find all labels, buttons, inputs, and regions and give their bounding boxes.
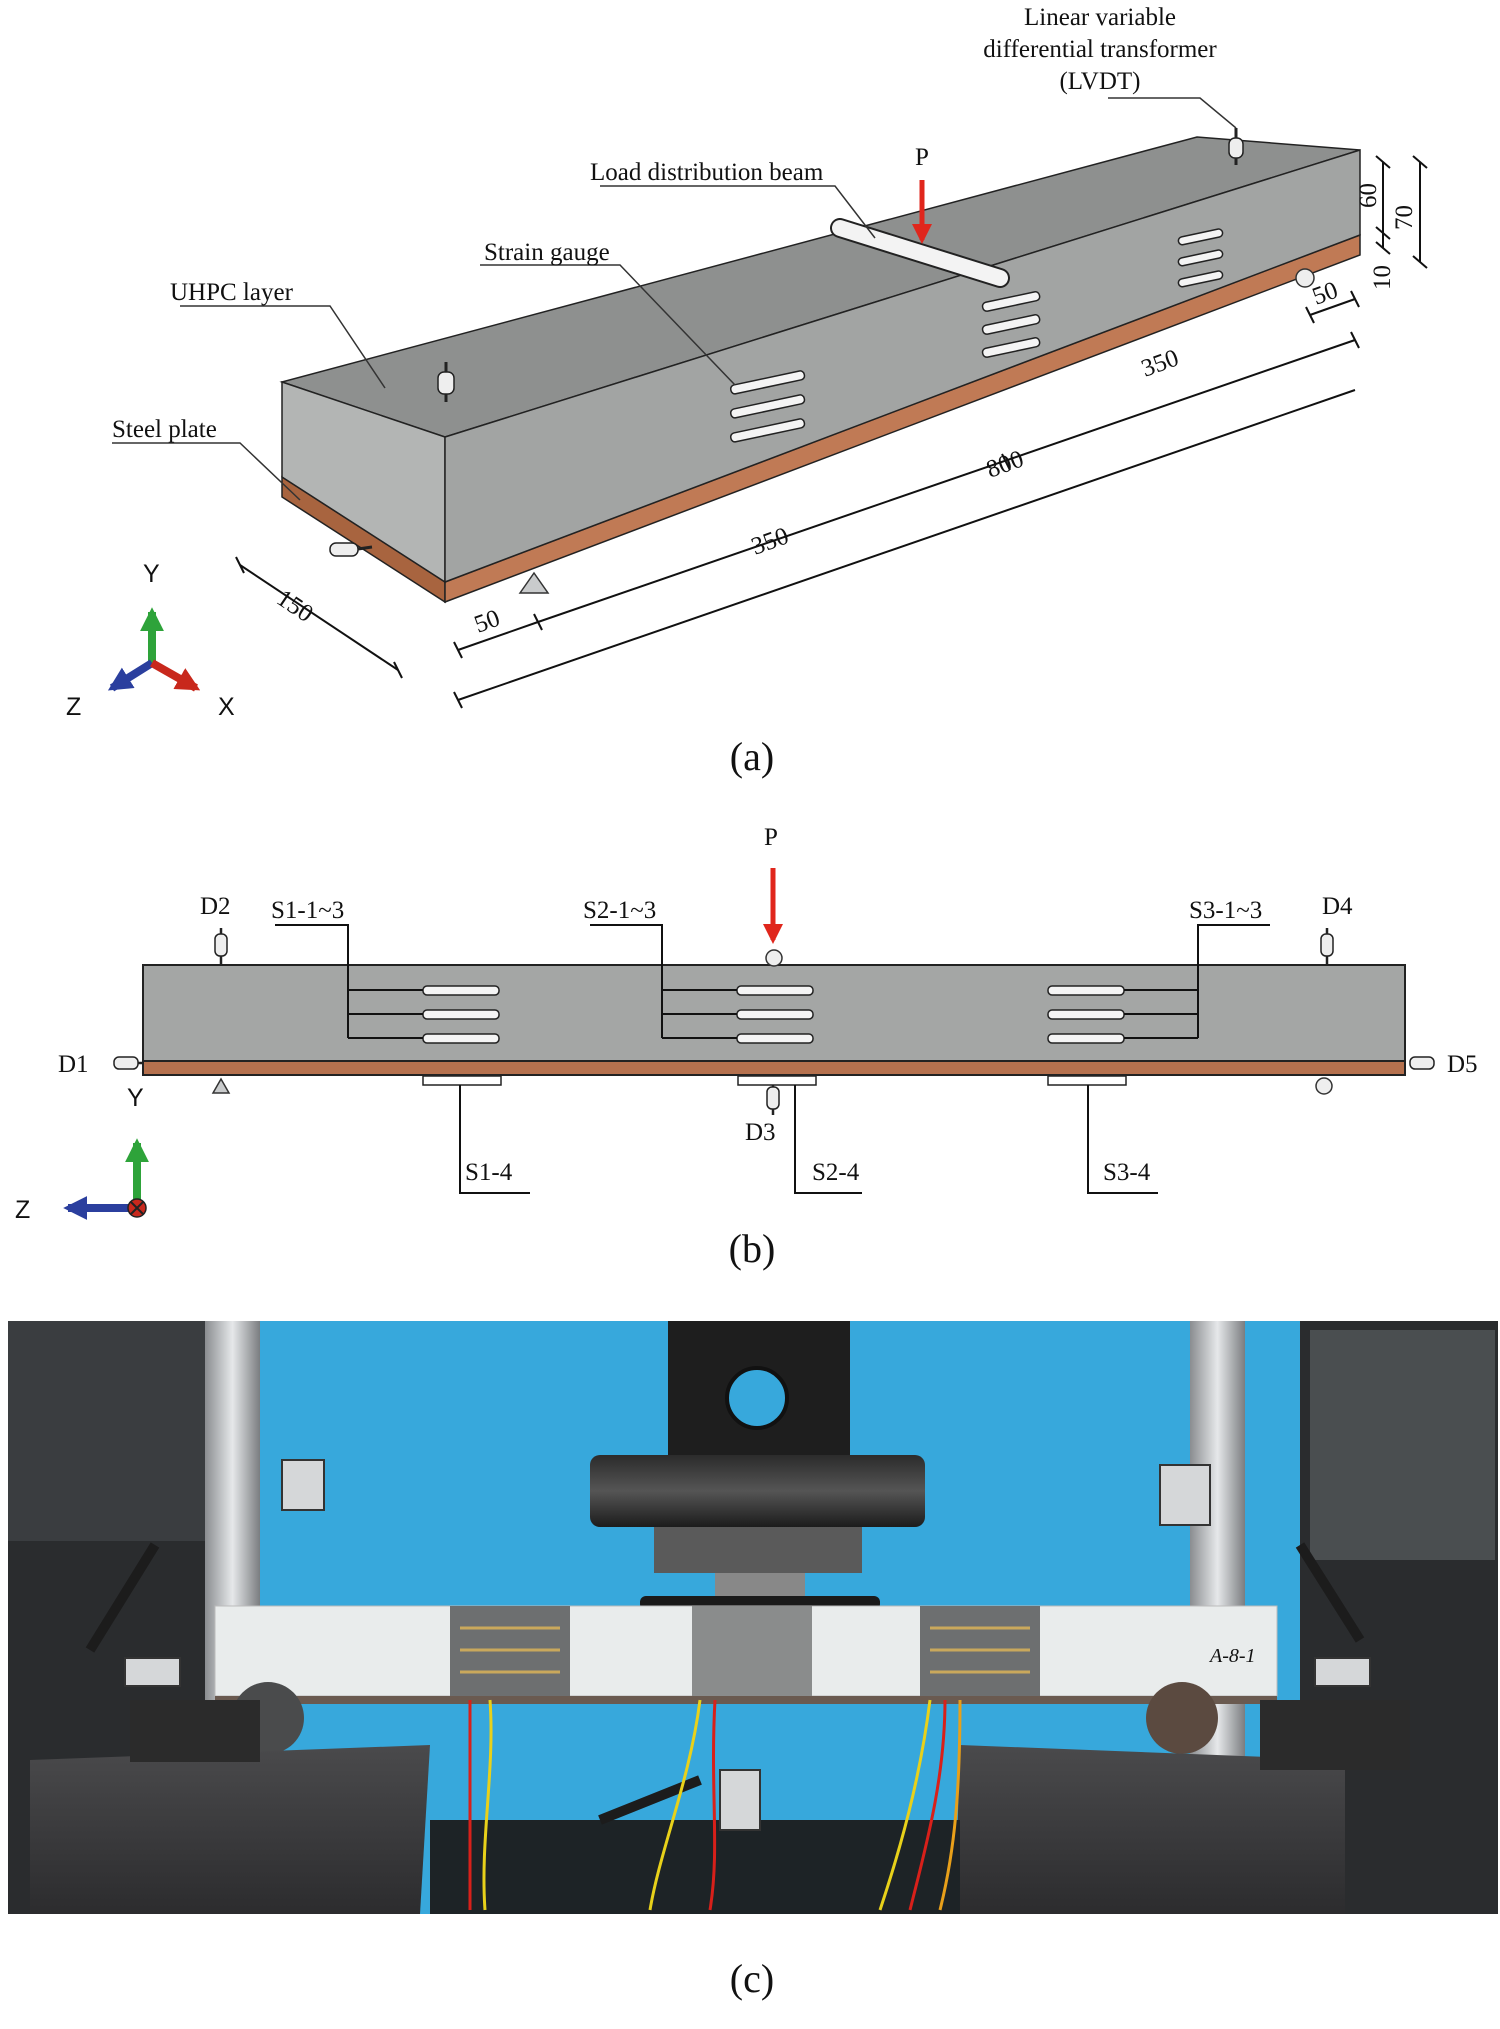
label-d3: D3 [745, 1119, 776, 1146]
lvdt-clamps-photo [124, 1459, 1371, 1831]
lvdt-d2 [214, 928, 228, 964]
label-d1: D1 [58, 1051, 89, 1078]
support-left [518, 571, 550, 594]
panel-a-isometric-beam: P Linear variable differential transform… [66, 4, 1428, 779]
label-s2-bot: S2-4 [812, 1159, 860, 1186]
lvdt-sensor-end [329, 542, 373, 557]
panel-b-elevation: P D2 D4 D1 D5 D3 S1-1~3 S2-1~3 S3-1~3 S1… [15, 824, 1478, 1271]
label-d2: D2 [200, 893, 231, 920]
steel-plate-elevation [142, 1060, 1406, 1076]
lvdt-d4 [1320, 928, 1334, 964]
lvdt-sensor-top-right [1228, 128, 1244, 165]
uhpc-layer-label: UHPC layer [170, 279, 294, 306]
strain-gauge-label: Strain gauge [484, 239, 610, 266]
label-s3-bot: S3-4 [1103, 1159, 1151, 1186]
axis-z-label-b: Z [15, 1196, 30, 1224]
lvdt-label-line3: (LVDT) [1059, 68, 1140, 95]
dim-350-right: 350 [1138, 344, 1182, 382]
roller-support-right [1146, 1682, 1218, 1754]
label-s2-top: S2-1~3 [583, 897, 656, 924]
dim-50-left: 50 [471, 605, 504, 639]
lvdt-label-line2: differential transformer [983, 36, 1217, 63]
specimen-id-text: A-8-1 [1208, 1645, 1256, 1667]
load-label-b: P [764, 824, 778, 851]
load-roller-b [765, 949, 783, 967]
lvdt-d3 [766, 1085, 780, 1115]
axis-triad-b: Y Z [15, 1084, 149, 1224]
loading-plate [590, 1455, 925, 1527]
load-distribution-beam-fill [832, 220, 1008, 286]
caption-a: (a) [730, 734, 774, 779]
label-d5: D5 [1447, 1051, 1478, 1078]
dim-10: 10 [1369, 265, 1396, 290]
strain-gauge-group-2 [981, 291, 1041, 358]
strain-gauges-b [422, 985, 1125, 1044]
support-left-b [211, 1077, 231, 1094]
steel-plate-label: Steel plate [112, 416, 217, 443]
caption-b: (b) [729, 1226, 776, 1271]
axis-triad-a: Y Z X [66, 560, 235, 721]
uhpc-side-face [444, 148, 1361, 584]
support-block-left [30, 1745, 430, 1914]
gauge-wires [468, 1699, 962, 1911]
gauge-area-mid [692, 1606, 812, 1696]
label-s3-top: S3-1~3 [1189, 897, 1262, 924]
lvdt-d1 [113, 1056, 143, 1070]
axis-y-label-b: Y [127, 1084, 144, 1112]
lvdt-sensor-top-left [437, 362, 455, 402]
support-right-b [1315, 1077, 1333, 1095]
dimension-lines-a [235, 155, 1428, 709]
lvdt-label-line1: Linear variable [1024, 4, 1176, 31]
bottom-gauges-b [422, 1075, 1127, 1086]
label-s1-top: S1-1~3 [271, 897, 344, 924]
panel-c-test-photo: A-8-1 [8, 1321, 1498, 2001]
support-block-right [955, 1745, 1345, 1914]
label-d4: D4 [1322, 893, 1353, 920]
strain-gauge-group-1 [729, 370, 806, 443]
axis-x-label-a: X [218, 693, 235, 721]
leader-lines-b [275, 924, 1270, 1194]
load-beam-label: Load distribution beam [590, 159, 824, 186]
support-right [1295, 268, 1315, 288]
dim-70: 70 [1391, 205, 1418, 230]
load-head [654, 1527, 862, 1573]
strain-gauge-group-3 [1177, 228, 1224, 288]
dim-350-left: 350 [748, 522, 792, 560]
axis-y-label-a: Y [143, 560, 160, 588]
lvdt-d5 [1409, 1056, 1435, 1070]
dim-60: 60 [1355, 183, 1382, 208]
leader-lines-a [112, 97, 1237, 501]
dim-800: 800 [983, 445, 1027, 483]
label-s1-bot: S1-4 [465, 1159, 513, 1186]
axis-z-label-a: Z [66, 693, 81, 721]
load-label-a: P [915, 144, 929, 171]
caption-c: (c) [730, 1956, 774, 2001]
